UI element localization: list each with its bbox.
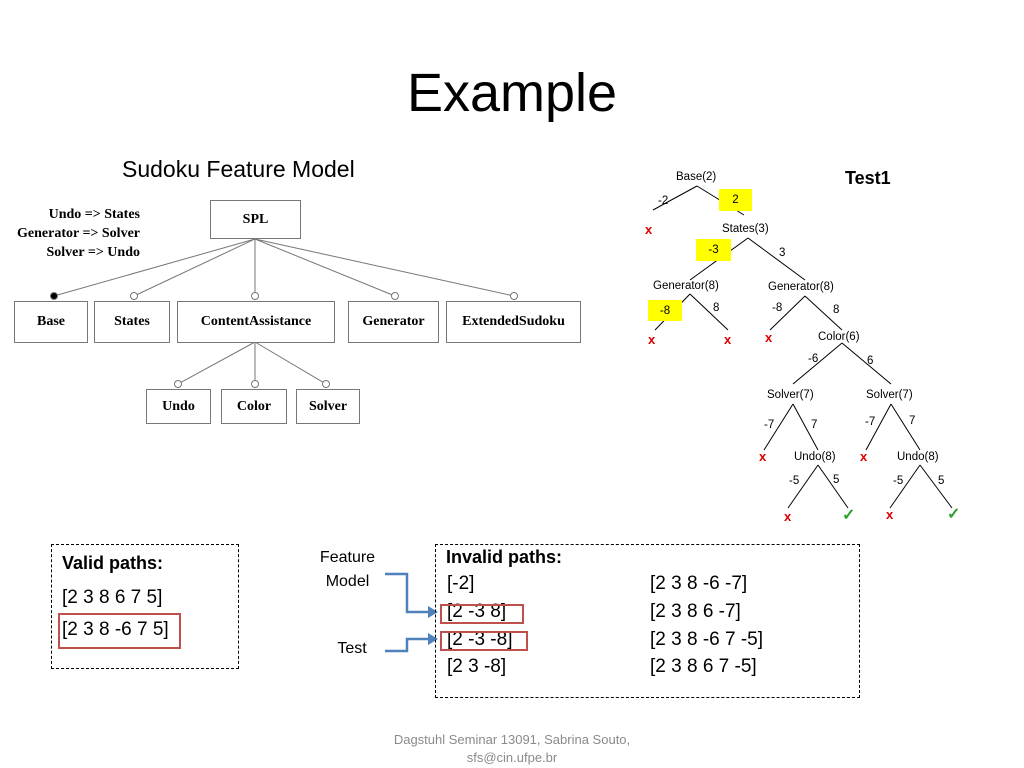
node-generator-right: Generator(8): [768, 281, 834, 293]
fail-mark: x: [759, 449, 767, 464]
feature-content-assistance: ContentAssistance: [177, 301, 335, 343]
edge-label: -8: [772, 302, 783, 314]
fail-mark: x: [860, 449, 868, 464]
node-base: Base(2): [676, 171, 717, 183]
pass-check-icon: ✓: [947, 506, 961, 523]
invalid-path: [2 3 8 6 7 -5]: [650, 656, 757, 677]
edge-label: 6: [867, 355, 874, 367]
node-states: States(3): [722, 223, 769, 235]
highlighted-edge-label: 2: [719, 189, 752, 211]
feature-model-markers: [50, 292, 518, 388]
invalid-path: [2 -3 8]: [447, 601, 507, 622]
optional-marker: [130, 292, 138, 300]
feature-states: States: [94, 301, 170, 343]
edge-label: 7: [909, 415, 916, 427]
invalid-path: [2 3 -8]: [447, 656, 507, 677]
node-color: Color(6): [818, 331, 860, 343]
edge-label: 8: [833, 304, 840, 316]
fail-mark: x: [886, 507, 894, 522]
edge-label: -5: [893, 475, 904, 487]
mandatory-marker: [50, 292, 58, 300]
edge-label: -5: [789, 475, 800, 487]
invalid-path: [2 3 8 -6 -7]: [650, 573, 748, 594]
valid-path: [2 3 8 6 7 5]: [62, 587, 163, 608]
valid-paths-box: [51, 544, 239, 669]
node-solver-right: Solver(7): [866, 389, 913, 401]
invalid-path: [2 -3 -8]: [447, 629, 513, 650]
node-undo-left: Undo(8): [794, 451, 836, 463]
feature-model-arrow: [385, 572, 430, 614]
highlighted-edge-label: -3: [696, 239, 731, 261]
feature-spl: SPL: [210, 200, 301, 239]
optional-marker: [510, 292, 518, 300]
invalid-path: [2 3 8 -6 7 -5]: [650, 629, 764, 650]
node-generator-left: Generator(8): [653, 280, 719, 292]
fail-mark: x: [648, 332, 656, 347]
feature-undo: Undo: [146, 389, 211, 424]
arrowhead: [428, 633, 438, 645]
feature-solver: Solver: [296, 389, 360, 424]
highlight-box: [440, 631, 528, 651]
feature-generator: Generator: [348, 301, 439, 343]
edge-label: -7: [764, 419, 775, 431]
fail-mark: x: [765, 330, 773, 345]
feature-model-title: Sudoku Feature Model: [122, 156, 355, 182]
feature-color: Color: [221, 389, 287, 424]
edge-label: 5: [938, 475, 945, 487]
edge-label: 3: [779, 247, 786, 259]
invalid-path: [-2]: [447, 573, 475, 594]
pass-check-icon: ✓: [842, 507, 856, 524]
invalid-paths-heading: Invalid paths:: [446, 547, 563, 567]
edge-label: -2: [658, 195, 669, 207]
edge-label: 7: [811, 419, 818, 431]
highlight-box: [440, 604, 524, 624]
highlight-box: [58, 613, 181, 649]
edge-label: -7: [865, 416, 876, 428]
optional-marker: [322, 380, 330, 388]
optional-marker: [391, 292, 399, 300]
test-arrow: [385, 637, 430, 653]
edge-label: 5: [833, 474, 840, 486]
slide-title: Example: [406, 63, 618, 123]
footer: Dagstuhl Seminar 13091, Sabrina Souto, s…: [0, 731, 1024, 767]
fail-mark: x: [784, 509, 792, 524]
node-undo-right: Undo(8): [897, 451, 939, 463]
edge-label: 8: [713, 302, 720, 314]
valid-path: [2 3 8 -6 7 5]: [62, 619, 169, 640]
footer-line-2: sfs@cin.ufpe.br: [466, 750, 558, 765]
constraint-2: Generator => Solver: [17, 226, 140, 241]
constraint-3: Solver => Undo: [46, 245, 141, 260]
arrows: [385, 572, 430, 653]
fail-mark: x: [724, 332, 732, 347]
test1-title: Test1: [845, 168, 891, 188]
optional-marker: [251, 292, 259, 300]
feature-base: Base: [14, 301, 88, 343]
optional-marker: [251, 380, 259, 388]
invalid-paths-box: [435, 544, 860, 698]
feature-model-arrow-label: Feature Model: [319, 549, 376, 590]
footer-line-1: Dagstuhl Seminar 13091, Sabrina Souto,: [393, 732, 631, 747]
highlighted-edge-label: -8: [648, 300, 682, 321]
edge-label: -6: [808, 353, 819, 365]
valid-paths-heading: Valid paths:: [62, 553, 164, 573]
test-arrow-label: Test: [337, 640, 367, 657]
node-solver-left: Solver(7): [767, 389, 814, 401]
feature-extended-sudoku: ExtendedSudoku: [446, 301, 581, 343]
arrowhead: [428, 606, 438, 618]
fail-mark: x: [645, 222, 653, 237]
invalid-path: [2 3 8 6 -7]: [650, 601, 741, 622]
feature-model-connectors: [53, 238, 515, 385]
constraint-1: Undo => States: [48, 207, 140, 222]
optional-marker: [174, 380, 182, 388]
